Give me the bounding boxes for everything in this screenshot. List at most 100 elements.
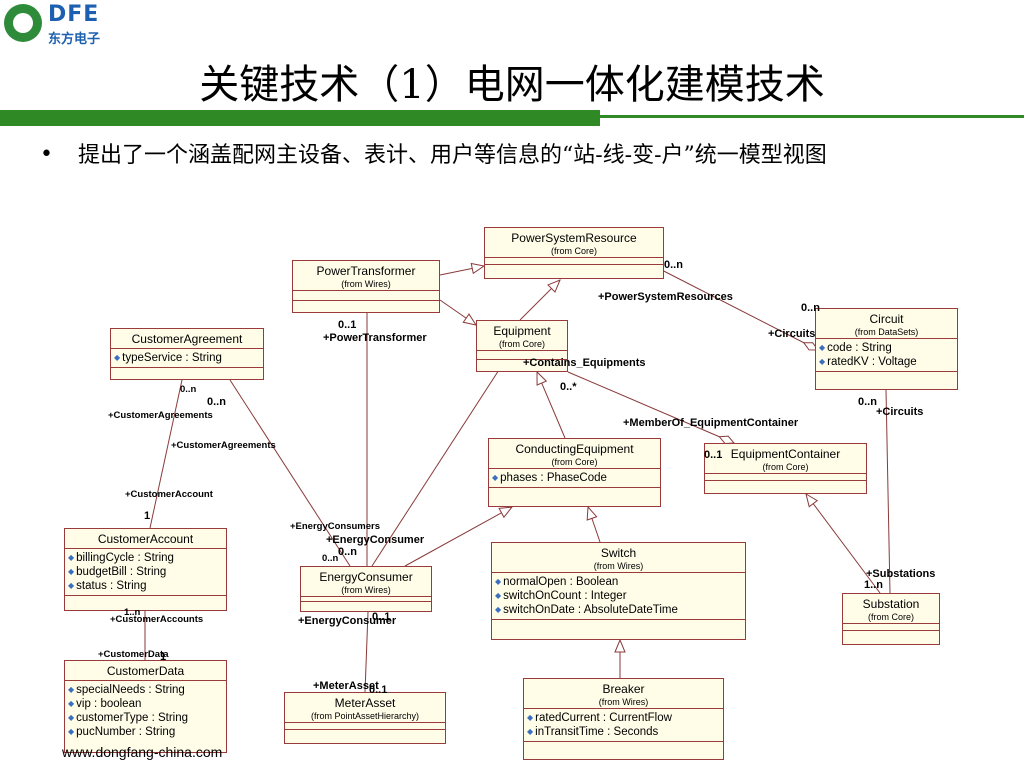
class-meterasset[interactable]: MeterAsset (from PointAssetHierarchy): [284, 692, 446, 744]
attribute: typeService : String: [114, 351, 260, 365]
multiplicity-label: 1..n: [864, 579, 883, 591]
gen-equip-psr: [519, 280, 560, 321]
class-customeragreement[interactable]: CustomerAgreement typeService : String: [110, 328, 264, 380]
class-package: (from Wires): [593, 561, 644, 571]
role-label: +Circuits: [876, 406, 924, 418]
role-label: +Substations: [866, 568, 936, 580]
multiplicity-label: 1..n: [124, 607, 141, 618]
class-name: ConductingEquipment: [515, 442, 634, 456]
multiplicity-label: 0..1: [338, 319, 357, 331]
class-package: (from Core): [867, 612, 914, 622]
class-name: PowerSystemResource: [511, 231, 637, 245]
class-switch[interactable]: Switch (from Wires) normalOpen : Boolean…: [491, 542, 746, 640]
class-name: PowerTransformer: [316, 264, 416, 278]
attribute: phases : PhaseCode: [492, 471, 657, 485]
role-label: +MemberOf_EquipmentContainer: [623, 417, 799, 429]
attribute: vip : boolean: [68, 697, 223, 711]
class-package: (from Core): [550, 246, 597, 256]
role-label: +CustomerAgreements: [108, 410, 213, 421]
class-name: Switch: [600, 546, 637, 560]
attribute: status : String: [68, 579, 223, 593]
class-package: (from Wires): [341, 585, 391, 595]
class-conductingequipment[interactable]: ConductingEquipment (from Core) phases :…: [488, 438, 661, 507]
role-label: +CustomerData: [98, 649, 169, 660]
class-breaker[interactable]: Breaker (from Wires) ratedCurrent : Curr…: [523, 678, 724, 760]
class-customeraccount[interactable]: CustomerAccount billingCycle : String bu…: [64, 528, 227, 611]
gen-switch-condeq: [588, 507, 601, 543]
gen-substation-eqcont: [806, 494, 881, 594]
class-powersystemresource[interactable]: PowerSystemResource (from Core): [484, 227, 664, 279]
assoc-psr-circuit: [649, 263, 818, 350]
role-label: +CustomerAccounts: [110, 614, 204, 625]
gen-ptr-equip: [439, 299, 476, 325]
role-label: +CustomerAccount: [125, 489, 213, 500]
assoc-custagr-energy: [229, 379, 351, 567]
multiplicity-label: 1: [160, 651, 167, 663]
multiplicity-label: 0..1: [369, 684, 388, 696]
gen-energy-condeq: [404, 507, 512, 567]
role-label: +EnergyConsumer: [298, 615, 397, 627]
class-customerdata[interactable]: CustomerData specialNeeds : String vip :…: [64, 660, 227, 753]
attribute: normalOpen : Boolean: [495, 575, 742, 589]
multiplicity-label: 0..n: [858, 396, 877, 408]
class-name: EquipmentContainer: [730, 447, 841, 461]
class-package: (from Core): [551, 457, 598, 467]
attribute: specialNeeds : String: [68, 683, 223, 697]
multiplicity-label: 0..1: [704, 449, 723, 461]
multiplicity-label: 0..n: [664, 259, 683, 271]
role-label: +EnergyConsumers: [290, 521, 381, 532]
role-label: +MeterAsset: [313, 680, 379, 692]
class-package: (from Core): [498, 339, 545, 349]
attribute: switchOnCount : Integer: [495, 589, 742, 603]
title-underline-bar: [0, 110, 600, 126]
role-label: +CustomerAgreements: [171, 440, 276, 451]
logo-text-en: DFE: [48, 2, 100, 27]
gen-energy-equip: [371, 356, 508, 567]
multiplicity-label: 0..1: [372, 611, 391, 623]
attribute: pucNumber : String: [68, 725, 223, 739]
class-circuit[interactable]: Circuit (from DataSets) code : String ra…: [815, 308, 958, 390]
logo-text-cn: 东方电子: [48, 32, 101, 47]
class-name: Breaker: [602, 682, 645, 696]
footer-url[interactable]: www.dongfang-china.com: [62, 744, 223, 760]
class-name: MeterAsset: [334, 696, 396, 710]
class-substation[interactable]: Substation (from Core): [842, 593, 940, 645]
multiplicity-label: 0..n: [207, 396, 226, 408]
class-package: (from PointAssetHierarchy): [310, 711, 420, 721]
attribute: ratedCurrent : CurrentFlow: [527, 711, 720, 725]
class-equipmentcontainer[interactable]: EquipmentContainer (from Core): [704, 443, 867, 494]
assoc-equip-eqcont: [567, 371, 734, 443]
class-package: (from Wires): [341, 279, 391, 289]
class-name: CustomerAccount: [97, 532, 194, 546]
class-package: (from DataSets): [854, 327, 919, 337]
title-underline-line: [600, 115, 1024, 118]
logo-icon: [4, 4, 42, 42]
class-energyconsumer[interactable]: EnergyConsumer (from Wires): [300, 566, 432, 612]
role-label: +Contains_Equipments: [523, 357, 646, 369]
multiplicity-label: 0..n: [801, 302, 820, 314]
attribute: budgetBill : String: [68, 565, 223, 579]
class-name: EnergyConsumer: [319, 570, 413, 584]
attribute: code : String: [819, 341, 954, 355]
gen-condeq-equip: [537, 372, 566, 439]
class-name: Equipment: [493, 324, 551, 338]
gen-ptr-psr: [439, 266, 484, 276]
assoc-energy-meter: [364, 611, 369, 693]
bullet-icon: •: [40, 142, 53, 167]
class-equipment[interactable]: Equipment (from Core): [476, 320, 568, 372]
class-powertransformer[interactable]: PowerTransformer (from Wires): [292, 260, 440, 313]
class-package: (from Wires): [598, 697, 649, 707]
role-label: +PowerSystemResources: [598, 291, 733, 303]
multiplicity-label: 0..n: [338, 546, 357, 558]
class-package: (from Core): [762, 462, 809, 472]
attribute: switchOnDate : AbsoluteDateTime: [495, 603, 742, 617]
multiplicity-label: 0..n: [322, 553, 339, 564]
bullet-text: 提出了一个涵盖配网主设备、表计、用户等信息的“站-线-变-户”统一模型视图: [78, 143, 827, 168]
dfe-logo: DFE 东方电子: [4, 2, 116, 47]
attribute: customerType : String: [68, 711, 223, 725]
class-name: Circuit: [869, 312, 904, 326]
attribute: inTransitTime : Seconds: [527, 725, 720, 739]
assoc-custagr-custacc: [149, 379, 183, 529]
role-label: +PowerTransformer: [323, 332, 427, 344]
